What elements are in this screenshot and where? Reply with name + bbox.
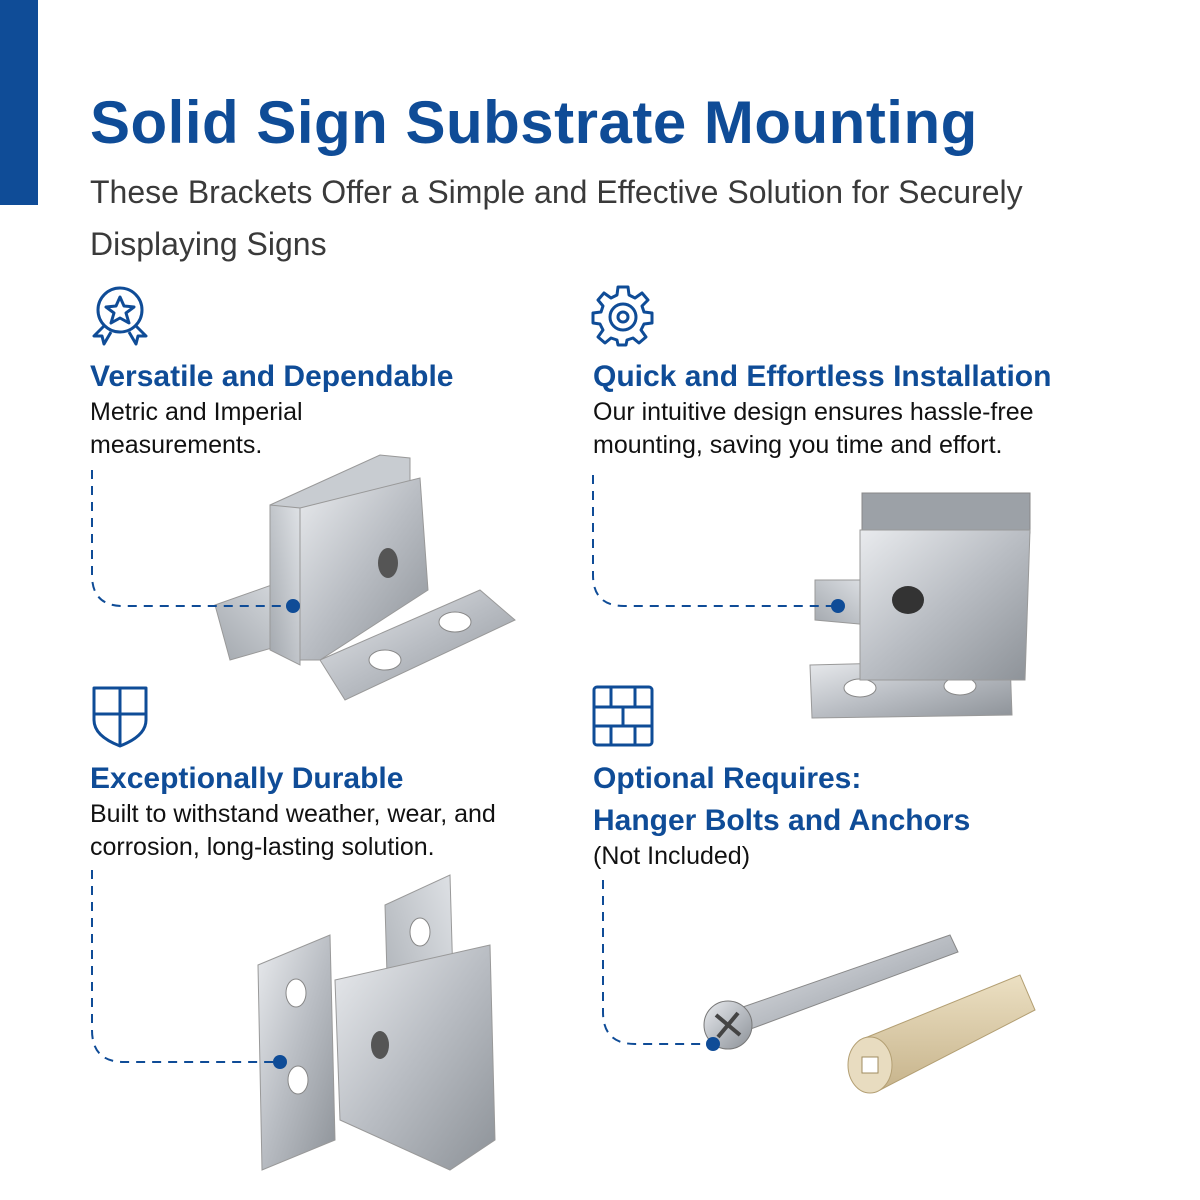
feature-body-installation: Our intuitive design ensures hassle-free… [593, 398, 1034, 459]
brick-wall-icon [592, 685, 654, 747]
connector-dot [831, 599, 845, 613]
feature-heading-versatile: Versatile and Dependable [90, 360, 454, 393]
bracket-image-2 [809, 492, 1031, 719]
connector-dot [273, 1055, 287, 1069]
award-ribbon-star-icon [92, 286, 148, 346]
bracket-image-3 [257, 874, 496, 1171]
feature-body-not-included: (Not Included) [593, 842, 751, 870]
feature-body-versatile: Metric and Imperial measurements. [90, 398, 303, 459]
shield-icon [92, 686, 148, 748]
page-title: Solid Sign Substrate Mounting [90, 89, 978, 156]
connector-dot [706, 1037, 720, 1051]
feature-body-durable: Built to withstand weather, wear, and co… [90, 800, 496, 861]
feature-heading-requires: Optional Requires: [593, 762, 862, 795]
connector-dot [286, 599, 300, 613]
feature-heading-hanger-bolts: Hanger Bolts and Anchors [593, 804, 971, 837]
dashed-connectors [91, 470, 838, 1063]
feature-heading-installation: Quick and Effortless Installation [593, 360, 1052, 393]
bracket-image-1 [214, 454, 516, 701]
accent-bar [0, 0, 38, 205]
screw-and-anchor-image [703, 934, 1036, 1094]
page-subtitle: These Brackets Offer a Simple and Effect… [90, 174, 1023, 262]
feature-heading-durable: Exceptionally Durable [90, 762, 404, 795]
gear-icon [591, 285, 654, 347]
